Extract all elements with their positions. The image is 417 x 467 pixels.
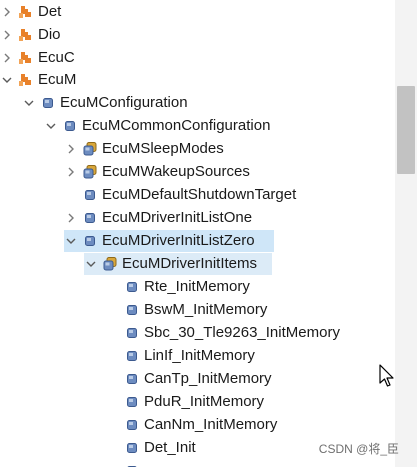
tree-item-label: EcuMConfiguration <box>60 94 188 111</box>
module-icon <box>18 4 34 20</box>
tree-spacer <box>106 460 120 467</box>
tree-item-label: EcuMDriverInitListZero <box>102 232 255 249</box>
container-icon <box>82 187 98 203</box>
container-icon <box>124 440 140 456</box>
container-icon <box>62 118 78 134</box>
tree-item-label: EcuMSleepModes <box>102 140 224 157</box>
tree-item-bswm-init-memory[interactable]: BswM_InitMemory <box>106 299 267 321</box>
tree-item-label: Det_Init <box>144 439 196 456</box>
configuration-tree: Det Dio EcuC EcuM EcuMConfiguration EcuM… <box>0 1 340 467</box>
module-icon <box>18 27 34 43</box>
tree-item-cannm-init-memory[interactable]: CanNm_InitMemory <box>106 414 277 436</box>
chevron-right-icon[interactable] <box>64 138 78 160</box>
chevron-down-icon[interactable] <box>44 115 58 137</box>
container-icon <box>124 279 140 295</box>
tree-item-ecum[interactable]: EcuM <box>0 69 76 91</box>
tree-item-label: EcuC <box>38 49 75 66</box>
chevron-down-icon[interactable] <box>84 253 98 275</box>
tree-item-label: EcuMDriverInitListOne <box>102 209 253 226</box>
tree-item-label: EcuM <box>38 71 77 88</box>
container-icon <box>124 302 140 318</box>
tree-item-label: CanNm_InitMemory <box>144 416 278 433</box>
tree-item-label: CanTp_InitMemory <box>144 370 272 387</box>
chevron-right-icon[interactable] <box>0 47 14 69</box>
container-icon <box>82 210 98 226</box>
tree-item-ecum-default-shutdown-target[interactable]: EcuMDefaultShutdownTarget <box>64 184 296 206</box>
tree-spacer <box>106 368 120 390</box>
container-icon <box>124 348 140 364</box>
tree-item-label: PduR_InitMemory <box>144 393 265 410</box>
tree-item-label: Sbc_30_Tle9263_InitMemory <box>144 324 340 341</box>
container-icon <box>124 394 140 410</box>
tree-item-ecuc[interactable]: EcuC <box>0 47 75 69</box>
tree-item-label: EcuMCommonConfiguration <box>82 117 271 134</box>
tree-item-label: EcuMDriverInitItems <box>122 255 258 272</box>
tree-spacer <box>106 414 120 436</box>
watermark: CSDN @将_臣 <box>318 442 399 456</box>
tree-item-partial <box>106 460 144 467</box>
tree-item-pdur-init-memory[interactable]: PduR_InitMemory <box>106 391 264 413</box>
tree-spacer <box>64 184 78 206</box>
chevron-down-icon[interactable] <box>64 230 78 252</box>
tree-item-ecum-common-configuration[interactable]: EcuMCommonConfiguration <box>44 115 270 137</box>
tree-item-label: Det <box>38 3 62 20</box>
tree-item-label: LinIf_InitMemory <box>144 347 255 364</box>
container-icon <box>82 233 98 249</box>
tree-item-sbc-init-memory[interactable]: Sbc_30_Tle9263_InitMemory <box>106 322 340 344</box>
tree-item-label: Dio <box>38 26 61 43</box>
tree-item-label: Rte_InitMemory <box>144 278 250 295</box>
tree-spacer <box>106 437 120 459</box>
tree-item-cantp-init-memory[interactable]: CanTp_InitMemory <box>106 368 272 390</box>
tree-item-ecum-configuration[interactable]: EcuMConfiguration <box>22 92 188 114</box>
tree-item-ecum-driver-init-items[interactable]: EcuMDriverInitItems <box>84 253 272 275</box>
tree-spacer <box>106 276 120 298</box>
tree-item-ecum-driver-init-list-one[interactable]: EcuMDriverInitListOne <box>64 207 252 229</box>
container-icon <box>124 325 140 341</box>
tree-item-ecum-wakeup-sources[interactable]: EcuMWakeupSources <box>64 161 250 183</box>
vertical-scrollbar[interactable] <box>395 0 417 467</box>
tree-item-ecum-driver-init-list-zero[interactable]: EcuMDriverInitListZero <box>64 230 274 252</box>
tree-spacer <box>106 299 120 321</box>
chevron-right-icon[interactable] <box>64 207 78 229</box>
container-icon <box>124 463 140 467</box>
chevron-right-icon[interactable] <box>0 24 14 46</box>
chevron-right-icon[interactable] <box>64 161 78 183</box>
tree-spacer <box>106 391 120 413</box>
tree-spacer <box>106 345 120 367</box>
tree-item-label: EcuMWakeupSources <box>102 163 250 180</box>
tree-item-det[interactable]: Det <box>0 1 61 23</box>
module-icon <box>18 50 34 66</box>
tree-spacer <box>106 322 120 344</box>
chevron-down-icon[interactable] <box>22 92 36 114</box>
list-container-icon <box>102 256 118 272</box>
scrollbar-thumb[interactable] <box>397 86 415 174</box>
list-container-icon <box>82 164 98 180</box>
tree-item-dio[interactable]: Dio <box>0 24 61 46</box>
container-icon <box>124 417 140 433</box>
chevron-down-icon[interactable] <box>0 69 14 91</box>
container-icon <box>40 95 56 111</box>
container-icon <box>124 371 140 387</box>
tree-item-rte-init-memory[interactable]: Rte_InitMemory <box>106 276 250 298</box>
tree-item-ecum-sleep-modes[interactable]: EcuMSleepModes <box>64 138 224 160</box>
list-container-icon <box>82 141 98 157</box>
mouse-cursor-icon <box>379 364 395 392</box>
module-icon <box>18 72 34 88</box>
tree-item-label: BswM_InitMemory <box>144 301 268 318</box>
tree-item-det-init[interactable]: Det_Init <box>106 437 196 459</box>
tree-item-label: EcuMDefaultShutdownTarget <box>102 186 297 203</box>
chevron-right-icon[interactable] <box>0 1 14 23</box>
tree-item-linif-init-memory[interactable]: LinIf_InitMemory <box>106 345 255 367</box>
